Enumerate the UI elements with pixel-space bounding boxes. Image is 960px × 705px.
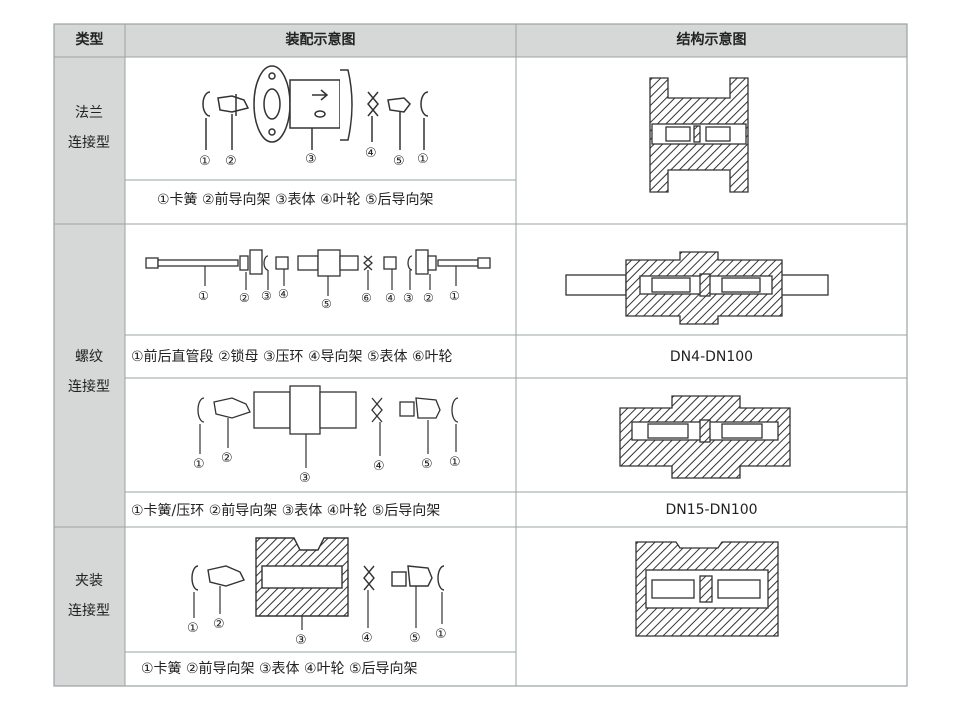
svg-text:⑤: ⑤ <box>409 631 421 646</box>
clamp-assembly-caption: ①卡簧 ②前导向架 ③表体 ④叶轮 ⑤后导向架 <box>141 661 418 677</box>
type-thread-line1: 螺纹 <box>75 349 103 365</box>
thread-structure-drawing-b <box>619 395 791 479</box>
svg-text:①: ① <box>449 289 460 303</box>
svg-text:①: ① <box>193 457 205 472</box>
type-clamp-line1: 夹装 <box>75 573 103 589</box>
svg-text:③: ③ <box>261 289 272 303</box>
svg-text:②: ② <box>213 617 225 632</box>
thread-assembly-caption-a: ①前后直管段 ②锁母 ③压环 ④导向架 ⑤表体 ⑥叶轮 <box>131 349 453 365</box>
flange-assembly-drawing <box>202 65 429 150</box>
svg-text:①: ① <box>417 152 429 167</box>
svg-text:①: ① <box>435 627 447 642</box>
svg-text:⑤: ⑤ <box>393 154 405 169</box>
clamp-leaders <box>193 586 443 630</box>
flange-assembly-caption: ①卡簧 ②前导向架 ③表体 ④叶轮 ⑤后导向架 <box>157 192 434 208</box>
svg-text:④: ④ <box>385 291 396 305</box>
thread-assembly-drawing-b <box>197 385 459 435</box>
svg-text:②: ② <box>225 154 237 169</box>
svg-text:④: ④ <box>278 287 289 301</box>
svg-text:②: ② <box>239 291 250 305</box>
svg-text:②: ② <box>221 451 233 466</box>
thread-part-numbers-b: ① ② ③ ④ ⑤ ① <box>193 451 461 486</box>
header-type: 类型 <box>75 32 104 48</box>
svg-text:②: ② <box>423 291 434 305</box>
svg-text:⑥: ⑥ <box>361 291 372 305</box>
thread-leaders-a <box>204 266 457 296</box>
thread-part-numbers-a: ① ② ③ ④ ⑤ ⑥ ④ ③ ② ① <box>198 287 460 311</box>
thread-structure-drawing-a <box>565 251 829 325</box>
thread-assembly-drawing-a <box>145 249 491 277</box>
svg-text:①: ① <box>449 455 461 470</box>
header-structure: 结构示意图 <box>676 32 747 48</box>
svg-text:④: ④ <box>365 146 377 161</box>
type-thread-line2: 连接型 <box>68 379 110 395</box>
type-column-bg <box>54 57 125 686</box>
svg-text:④: ④ <box>361 631 373 646</box>
svg-text:③: ③ <box>403 291 414 305</box>
header-assembly: 装配示意图 <box>285 32 356 48</box>
thread-structure-caption-b: DN15-DN100 <box>665 502 758 518</box>
svg-text:⑤: ⑤ <box>321 297 332 311</box>
svg-text:①: ① <box>199 154 211 169</box>
table-border <box>53 23 908 687</box>
flange-part-numbers: ① ② ③ ④ ⑤ ① <box>199 146 429 169</box>
svg-text:③: ③ <box>295 633 307 648</box>
header-row-bg <box>54 24 907 57</box>
type-clamp: 夹装 连接型 <box>54 566 124 626</box>
type-flange-line2: 连接型 <box>68 135 110 151</box>
svg-text:④: ④ <box>373 459 385 474</box>
type-flange-line1: 法兰 <box>75 105 103 121</box>
clamp-assembly-drawing <box>191 537 445 617</box>
clamp-structure-drawing <box>635 541 779 637</box>
thread-leaders-b <box>199 418 457 468</box>
clamp-part-numbers: ① ② ③ ④ ⑤ ① <box>187 617 447 648</box>
thread-assembly-caption-b: ①卡簧/压环 ②前导向架 ③表体 ④叶轮 ⑤后导向架 <box>131 503 441 519</box>
thread-structure-caption-a: DN4-DN100 <box>669 349 754 365</box>
svg-text:①: ① <box>198 289 209 303</box>
svg-text:③: ③ <box>299 471 311 486</box>
svg-text:⑤: ⑤ <box>421 457 433 472</box>
svg-text:③: ③ <box>305 152 317 167</box>
svg-text:①: ① <box>187 621 199 636</box>
flange-structure-drawing <box>649 77 749 193</box>
type-flange: 法兰 连接型 <box>54 98 124 158</box>
type-thread: 螺纹 连接型 <box>54 342 124 402</box>
type-clamp-line2: 连接型 <box>68 603 110 619</box>
